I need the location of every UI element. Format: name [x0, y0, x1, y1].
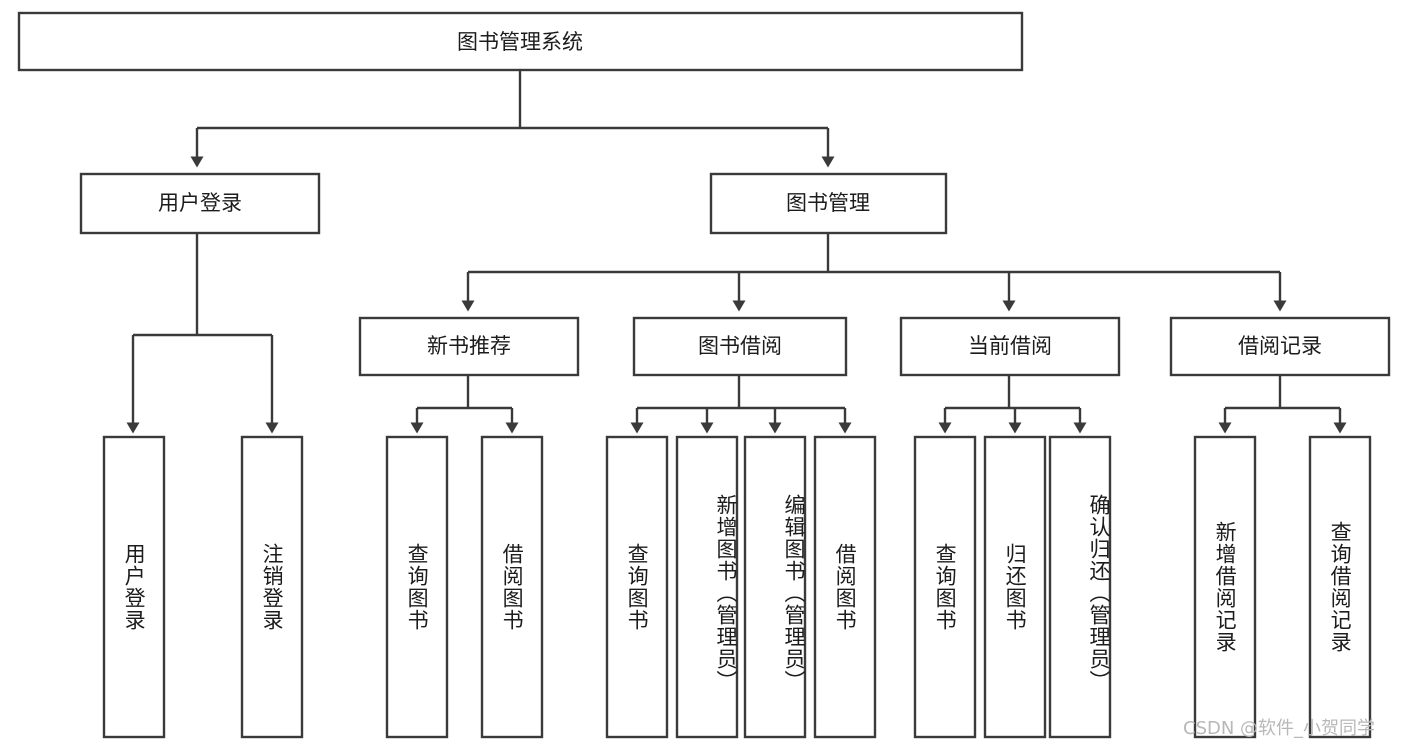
- node-user-login-box[interactable]: [79, 172, 321, 235]
- connector-group-new-book-recommend: [410, 375, 519, 434]
- node-current-borrow[interactable]: 当前借阅: [899, 316, 1121, 377]
- leaf-add-record-box[interactable]: [1193, 435, 1257, 739]
- node-root-label: 图书管理系统: [457, 30, 583, 54]
- connector-group-current-borrow: [938, 375, 1087, 434]
- node-book-manage-box[interactable]: [709, 172, 948, 235]
- node-new-book-recommend-label: 新书推荐: [427, 334, 511, 358]
- node-new-book-recommend[interactable]: 新书推荐: [358, 316, 580, 377]
- node-borrow-record-box[interactable]: [1169, 316, 1391, 377]
- leaf-borrow-book-1-box[interactable]: [480, 435, 544, 739]
- connector-group-root: [190, 70, 835, 168]
- node-root-box[interactable]: [17, 11, 1024, 72]
- node-current-borrow-label: 当前借阅: [968, 334, 1052, 358]
- connector-group-book-manage: [461, 233, 1287, 312]
- node-user-login[interactable]: 用户登录: [79, 172, 321, 235]
- node-user-login-label: 用户登录: [158, 191, 242, 215]
- connector-group-book-borrow: [630, 375, 852, 434]
- node-book-manage[interactable]: 图书管理: [709, 172, 948, 235]
- leaf-user-login-box[interactable]: [102, 435, 166, 739]
- leaf-query-book-2-box[interactable]: [605, 435, 669, 739]
- node-root[interactable]: 图书管理系统: [17, 11, 1024, 72]
- node-borrow-record-label: 借阅记录: [1238, 334, 1322, 358]
- node-book-manage-label: 图书管理: [786, 191, 870, 215]
- leaf-boxes: [102, 435, 1372, 739]
- leaf-query-book-3-box[interactable]: [913, 435, 977, 739]
- node-book-borrow-label: 图书借阅: [698, 334, 782, 358]
- csdn-watermark: CSDN @软件_小贺同学: [1183, 718, 1376, 739]
- leaf-edit-book-box[interactable]: [743, 435, 807, 739]
- node-new-book-recommend-box[interactable]: [358, 316, 580, 377]
- leaf-query-record-box[interactable]: [1308, 435, 1372, 739]
- node-borrow-record[interactable]: 借阅记录: [1169, 316, 1391, 377]
- node-book-borrow[interactable]: 图书借阅: [632, 316, 848, 377]
- leaf-return-book-box[interactable]: [983, 435, 1047, 739]
- leaf-logout-login-box[interactable]: [240, 435, 304, 739]
- leaf-borrow-book-2-box[interactable]: [813, 435, 877, 739]
- connector-group-borrow-record: [1218, 375, 1347, 434]
- node-current-borrow-box[interactable]: [899, 316, 1121, 377]
- node-book-borrow-box[interactable]: [632, 316, 848, 377]
- leaf-confirm-return-box[interactable]: [1048, 435, 1112, 739]
- leaf-add-book-box[interactable]: [675, 435, 739, 739]
- leaf-query-book-1-box[interactable]: [385, 435, 449, 739]
- connector-group-user-login: [126, 233, 279, 434]
